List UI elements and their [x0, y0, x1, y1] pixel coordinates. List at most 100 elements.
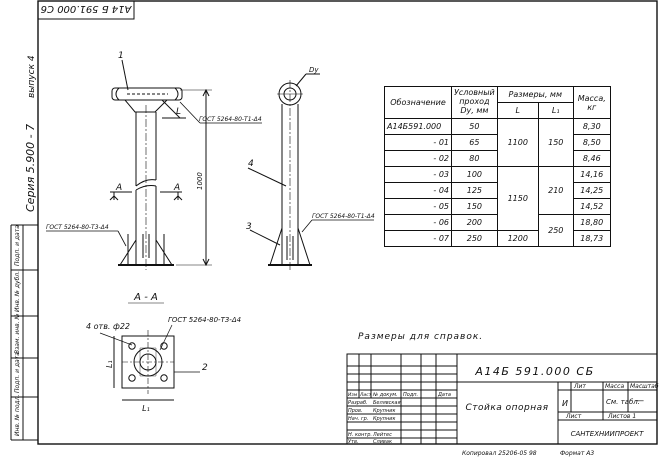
stamp-label-4: Подп. и дата — [14, 352, 21, 393]
tb-sheets: Листов 1 — [607, 413, 636, 420]
spec-table: Обозначение Условный проход Dу, мм Разме… — [384, 86, 611, 247]
dim-dy-label: Dу — [309, 66, 319, 74]
dim-1000-label: 1000 — [196, 172, 204, 190]
spec-cell-l1: 150 — [537, 118, 574, 167]
dim-l1-vert: L₁ — [105, 360, 114, 368]
tb-name-1: Белявская — [373, 400, 401, 406]
spec-cell-mass: 18,73 — [572, 230, 611, 247]
table-row: - 03 100 1150 210 14,16 — [384, 166, 611, 231]
spec-cell-designation: А14Б591.000 — [384, 118, 452, 135]
weld-callout-4: ГОСТ 5264-80-Т3-Δ4 — [168, 316, 241, 324]
tb-scale-value: — — [636, 396, 644, 405]
tb-col-izm: Изм — [348, 392, 358, 398]
tb-col-list: Лист — [359, 392, 372, 398]
item-1-label: 1 — [118, 51, 124, 61]
spec-cell-designation: - 01 — [384, 134, 452, 151]
spec-cell-l: 1100 — [496, 118, 539, 167]
weld-callout-3: ГОСТ 5264-80-Т1-Δ4 — [312, 213, 375, 220]
tb-name-5: Сливак — [373, 439, 392, 445]
tb-role-5: Утв. — [348, 439, 359, 445]
section-view — [99, 324, 200, 401]
item-2-label: 2 — [202, 363, 208, 373]
spec-cell-l: 1150 — [496, 166, 539, 231]
spec-header-row: Обозначение Условный проход Dу, мм Разме… — [384, 86, 611, 119]
tb-lit-value: И — [562, 399, 568, 408]
spec-cell-dy: 200 — [451, 214, 498, 231]
holes-label: 4 отв. ф22 — [86, 322, 130, 331]
copy-note: Копировал 25206-05 98 — [462, 450, 537, 457]
spec-cell-l1: 210 — [537, 166, 574, 215]
tb-col-doc: № докум. — [372, 392, 398, 398]
tb-scale-header: Масштаб — [630, 383, 659, 390]
spec-cell-mass: 14,52 — [572, 198, 611, 215]
spec-cell-designation: - 02 — [384, 150, 452, 167]
spec-cell-mass: 8,50 — [572, 134, 611, 151]
spec-h-bore: Условный проход Dу, мм — [451, 86, 498, 119]
stamp-label-3: Взам. инв. № — [14, 313, 21, 354]
spec-h-l: L — [496, 102, 539, 119]
stamp-label-5: Инв. № подл. — [14, 395, 21, 436]
series-label: Серия 5.900 - 7 — [24, 124, 37, 212]
spec-cell-dy: 250 — [451, 230, 498, 247]
tb-doc-code: А14Б 591.000 СБ — [474, 365, 594, 378]
side-view — [247, 73, 320, 270]
spec-cell-mass: 14,16 — [572, 166, 611, 183]
tb-name-4: Лейтес — [372, 432, 392, 438]
stamp-label-1: Подп. и дата — [14, 225, 21, 266]
section-title: A - A — [133, 292, 158, 303]
spec-cell-dy: 65 — [451, 134, 498, 151]
spec-cell-dy: 150 — [451, 198, 498, 215]
spec-cell-designation: - 06 — [384, 214, 452, 231]
front-view — [109, 59, 212, 270]
spec-cell-dy: 80 — [451, 150, 498, 167]
spec-h-designation: Обозначение — [384, 86, 452, 119]
tb-name-3: Крупник — [373, 416, 396, 422]
tb-name: Стойка опорная — [465, 403, 548, 413]
table-row: - 04 125 14,25 — [384, 182, 611, 199]
spec-h-sizes: Размеры, мм — [496, 86, 574, 103]
weld-callout-1: ГОСТ 5264-80-Т1-Δ4 — [199, 116, 262, 123]
spec-cell-mass: 8,30 — [572, 118, 611, 135]
spec-cell-mass: 8,46 — [572, 150, 611, 167]
note-text: Размеры для справок. — [358, 332, 483, 342]
tb-org: САНТЕХНИИПРОЕКТ — [571, 430, 645, 438]
section-mark-a-left: A — [115, 183, 122, 193]
tb-col-date: Дата — [437, 392, 451, 398]
tb-role-2: Пров. — [348, 408, 363, 414]
spec-cell-designation: - 05 — [384, 198, 452, 215]
weld-callout-2: ГОСТ 5264-80-Т3-Δ4 — [46, 224, 109, 231]
spec-h-l1: L₁ — [537, 102, 574, 119]
tb-role-3: Нач. гр. — [348, 416, 368, 422]
table-row: А14Б591.000 50 1100 150 8,30 — [384, 118, 611, 167]
spec-cell-l: 1200 — [496, 230, 539, 247]
spec-h-bore-unit: Dу, мм — [460, 105, 489, 115]
issue-label: выпуск 4 — [27, 55, 37, 98]
format-note: Формат А3 — [560, 450, 594, 457]
spec-h-bore-label: Условный проход — [454, 88, 495, 107]
tb-name-2: Крупник — [373, 408, 396, 414]
tb-mass-header: Масса — [605, 383, 624, 390]
tb-role-4: Н. контр. — [348, 432, 372, 438]
stamp-label-2: Инв. № дубл. — [14, 271, 21, 312]
table-row: - 07 250 1200 18,73 — [384, 230, 611, 247]
item-4-label: 4 — [248, 159, 254, 169]
dim-l1-horz: L₁ — [142, 404, 150, 413]
spec-cell-dy: 100 — [451, 166, 498, 183]
top-code-box — [37, 0, 135, 20]
item-3-label: 3 — [246, 222, 252, 232]
spec-cell-dy: 125 — [451, 182, 498, 199]
spec-cell-designation: - 03 — [384, 166, 452, 183]
dim-l-label: L — [176, 107, 181, 117]
spec-cell-designation: - 07 — [384, 230, 452, 247]
spec-cell-l1: 250 — [537, 214, 574, 247]
tb-lit-header: Лит — [573, 383, 586, 390]
section-mark-a-right: A — [173, 183, 180, 193]
tb-role-1: Разраб. — [348, 400, 368, 406]
tb-col-sign: Подп. — [403, 392, 418, 398]
table-row: - 01 65 8,50 — [384, 134, 611, 151]
spec-h-mass: Масса, кг — [572, 86, 611, 119]
tb-mass-value: См. табл. — [606, 398, 640, 406]
spec-cell-mass: 18,80 — [572, 214, 611, 231]
top-doc-code: А14 Б 591.000 С6 — [41, 3, 133, 14]
